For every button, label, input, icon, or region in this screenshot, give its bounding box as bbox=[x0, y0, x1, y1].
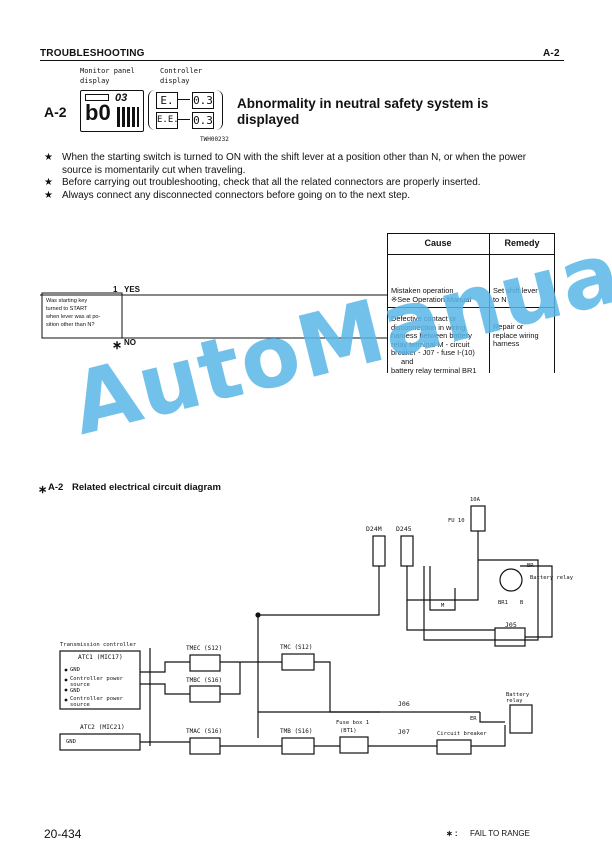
no-mark: ∗ bbox=[112, 338, 123, 352]
remedy-line: Repair or bbox=[493, 322, 524, 331]
cause-line: ※See Operation Manual bbox=[391, 294, 472, 304]
cause-row1: Mistaken operation ※See Operation Manual bbox=[391, 286, 472, 304]
junction-j06: J06 bbox=[398, 700, 410, 708]
battery-relay-label: Battery relay bbox=[506, 692, 530, 704]
question-box: Was starting key turned to START when le… bbox=[46, 297, 100, 329]
no-label: NO bbox=[124, 338, 136, 347]
remedy-line: harness bbox=[493, 339, 520, 349]
controller-label-2: display bbox=[160, 77, 190, 85]
code-label: A-2 bbox=[44, 104, 67, 120]
connector-atc1: ATC1 (MIC17) bbox=[78, 654, 123, 661]
cause-remedy-table: Cause Remedy Mistaken operation ※See Ope… bbox=[387, 233, 555, 375]
gnd-label: GND bbox=[70, 667, 80, 673]
cause-line: battery relay terminal BR1 bbox=[391, 365, 477, 375]
arrow-icon bbox=[178, 119, 190, 120]
cause-line: Defective contact or bbox=[391, 314, 457, 323]
power-source-label-1: Controller power source bbox=[70, 676, 123, 688]
cause-line: disconnection in wiring bbox=[391, 322, 466, 332]
star-icon: ★ bbox=[44, 190, 53, 201]
ctrl-bottom-left: E.E. bbox=[156, 112, 179, 129]
ctrl-bottom-right: 0.3 bbox=[192, 112, 214, 129]
power-source-label-2: Controller power source bbox=[70, 696, 123, 708]
ctrl-top-right: 0.3 bbox=[192, 92, 214, 109]
cause-line: relay terminal M - circuit bbox=[391, 339, 470, 349]
cause-header: Cause bbox=[424, 238, 452, 248]
remedy-row2: Repair or replace wiring harness bbox=[493, 322, 539, 349]
bar-graph-icon bbox=[117, 107, 139, 127]
section-title: TROUBLESHOOTING bbox=[40, 48, 145, 59]
connector-tmc: TMC (S12) bbox=[280, 644, 313, 651]
remedy-header: Remedy bbox=[504, 238, 540, 248]
fuse-label: FU 10 bbox=[448, 518, 465, 524]
page-number: 20-434 bbox=[44, 827, 82, 841]
monitor-small-digits: 03 bbox=[115, 92, 128, 104]
remedy-line: Set shift lever bbox=[493, 286, 538, 295]
cause-line: harness between battery bbox=[391, 331, 472, 341]
footer-note: FAIL TO RANGE bbox=[470, 829, 530, 838]
relay-terminal-m: M bbox=[441, 603, 445, 609]
ground-er-label: ER bbox=[470, 716, 477, 722]
fuse-box-label: Fuse box 1 bbox=[336, 720, 370, 726]
connector-d24m: D24M bbox=[366, 525, 382, 533]
connector-tmac: TMAC (S16) bbox=[186, 728, 223, 735]
junction-j07: J07 bbox=[398, 728, 410, 736]
monitor-label-2: display bbox=[80, 77, 110, 85]
circuit-breaker-label: Circuit breaker bbox=[437, 731, 487, 737]
remedy-row1: Set shift lever to N bbox=[493, 286, 538, 304]
monitor-digits: b0 bbox=[85, 100, 111, 125]
diagram-code: A-2 bbox=[48, 482, 64, 493]
page-code: A-2 bbox=[543, 48, 560, 59]
remedy-line: replace wiring bbox=[493, 330, 539, 340]
step-number: 1 bbox=[113, 285, 118, 294]
note-text: Always connect any disconnected connecto… bbox=[62, 190, 410, 201]
gnd-label-3: GND bbox=[66, 739, 76, 745]
cause-row2: Defective contact or disconnection in wi… bbox=[391, 314, 477, 375]
yes-label: YES bbox=[124, 285, 141, 294]
relay-terminal-b: B bbox=[520, 600, 524, 606]
cause-line: Mistaken operation bbox=[391, 286, 454, 295]
fuse-rating: 10A bbox=[470, 497, 480, 503]
battery-relay-top-label: Battery relay bbox=[530, 575, 574, 581]
diagram-title: Related electrical circuit diagram bbox=[72, 482, 221, 493]
relay-terminal-br: BR bbox=[527, 563, 534, 569]
junction-j05: J05 bbox=[505, 621, 517, 629]
relay-terminal-br1: BR1 bbox=[498, 600, 508, 606]
note-text: When the starting switch is turned to ON… bbox=[62, 152, 527, 176]
question-line: turned to START bbox=[46, 306, 88, 312]
connector-tmbc: TMBC (S16) bbox=[186, 677, 223, 684]
connector-atc2: ATC2 (MIC21) bbox=[80, 724, 125, 731]
monitor-panel-display: b0 03 bbox=[80, 90, 144, 132]
fuse-box-code: (BT1) bbox=[340, 728, 357, 734]
cause-line: and bbox=[401, 356, 414, 366]
controller-label: Controller bbox=[160, 67, 203, 75]
remedy-line: to N bbox=[493, 294, 507, 304]
diagram-mark: ∗ bbox=[38, 484, 48, 496]
question-line: when lever was at po- bbox=[46, 314, 101, 320]
note-text: Before carrying out troubleshooting, che… bbox=[62, 177, 481, 188]
question-line: Was starting key bbox=[46, 298, 88, 304]
star-icon: ★ bbox=[44, 177, 53, 188]
ctrl-top-left: E. bbox=[156, 92, 178, 109]
controller-display: E. 0.3 E.E. 0.3 bbox=[148, 90, 223, 130]
page-title-line2: displayed bbox=[237, 112, 300, 127]
figure-id: TWH00232 bbox=[200, 136, 229, 143]
notes-list: ★ When the starting switch is turned to … bbox=[44, 152, 560, 204]
connector-tmec: TMEC (S12) bbox=[186, 645, 223, 652]
cause-line: breaker - J07 - fuse I-(10) bbox=[391, 348, 475, 358]
question-line: sition other than N? bbox=[46, 322, 95, 328]
star-icon: ★ bbox=[44, 152, 53, 163]
connector-d245: D245 bbox=[396, 525, 412, 533]
header-rule bbox=[40, 60, 564, 61]
page-title-line1: Abnormality in neutral safety system is bbox=[237, 96, 489, 111]
connector-tmb: TMB (S16) bbox=[280, 728, 313, 735]
footer-mark: ∗ : bbox=[446, 829, 458, 838]
arrow-icon bbox=[178, 99, 190, 100]
transmission-controller-label: Transmission controller bbox=[60, 642, 137, 648]
gnd-label-2: GND bbox=[70, 688, 80, 694]
monitor-label: Monitor panel bbox=[80, 67, 135, 75]
